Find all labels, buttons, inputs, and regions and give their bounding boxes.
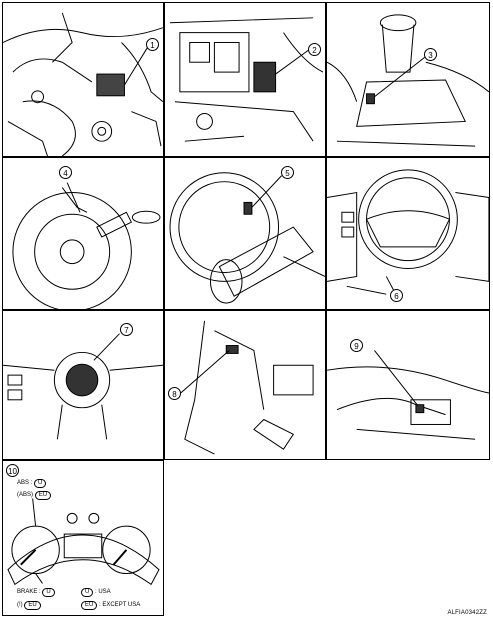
- callout-8: 8: [168, 387, 181, 400]
- panel-8: 8: [164, 310, 326, 460]
- abs-warning-icon: (ABS): [17, 492, 34, 498]
- key-eu-text: : EXCEPT USA: [99, 602, 141, 608]
- brake-warning-icon: (!): [17, 602, 23, 608]
- steering-column-illustration: [169, 172, 325, 304]
- panel-7: 7: [2, 310, 164, 460]
- panel-5: 5: [164, 157, 326, 310]
- abs-alt-legend: (ABS) EU: [17, 491, 52, 500]
- callout-2: 2: [308, 43, 321, 56]
- steering-wheel-illustration: [327, 169, 489, 295]
- abs-badge: U: [34, 479, 47, 488]
- key-u-badge: U: [81, 588, 94, 597]
- combination-switch-illustration: [3, 333, 163, 440]
- callout-5: 5: [281, 166, 294, 179]
- panel-2: 2: [164, 2, 326, 157]
- brake-alt-legend: (!) EU: [17, 601, 41, 610]
- engine-compartment-illustration: [169, 17, 324, 142]
- abs-alt-badge: EU: [34, 491, 52, 500]
- wheel-sensor-illustration: [12, 182, 161, 309]
- panel-3: 3: [326, 2, 490, 157]
- region-key-usa: U : USA: [81, 588, 111, 597]
- brake-legend: BRAKE : U: [17, 588, 55, 597]
- brake-label: BRAKE :: [17, 589, 41, 595]
- key-u-text: : USA: [95, 589, 111, 595]
- panel-4: 4: [2, 157, 164, 310]
- panel-9: 9: [326, 310, 490, 460]
- callout-3: 3: [424, 48, 437, 61]
- brake-alt-badge: EU: [24, 601, 41, 610]
- abs-legend: ABS : U: [17, 479, 47, 488]
- callout-1: 1: [146, 38, 159, 51]
- callout-6: 6: [390, 289, 403, 302]
- region-key-except-usa: EU : EXCEPT USA: [81, 601, 140, 610]
- callout-7: 7: [120, 323, 133, 336]
- callout-4: 4: [59, 166, 72, 179]
- reservoir-area-illustration: [327, 14, 489, 147]
- engine-bay-illustration: [3, 12, 163, 156]
- panel-1: 1: [2, 2, 164, 157]
- key-eu-badge: EU: [81, 601, 98, 610]
- combination-meter-illustration: [7, 498, 160, 586]
- callout-10: 10: [6, 464, 19, 477]
- panel-6: 6: [326, 157, 490, 310]
- panel-10: 10 ABS : U (ABS) EU BRAKE : U (!) EU U :…: [2, 460, 164, 616]
- callout-9: 9: [350, 339, 363, 352]
- brake-pedal-illustration: [180, 320, 314, 455]
- abs-label: ABS :: [17, 480, 33, 486]
- reference-code: ALFIA0342ZZ: [447, 610, 487, 616]
- harness-connector-illustration: [327, 350, 489, 440]
- brake-badge: U: [42, 588, 55, 597]
